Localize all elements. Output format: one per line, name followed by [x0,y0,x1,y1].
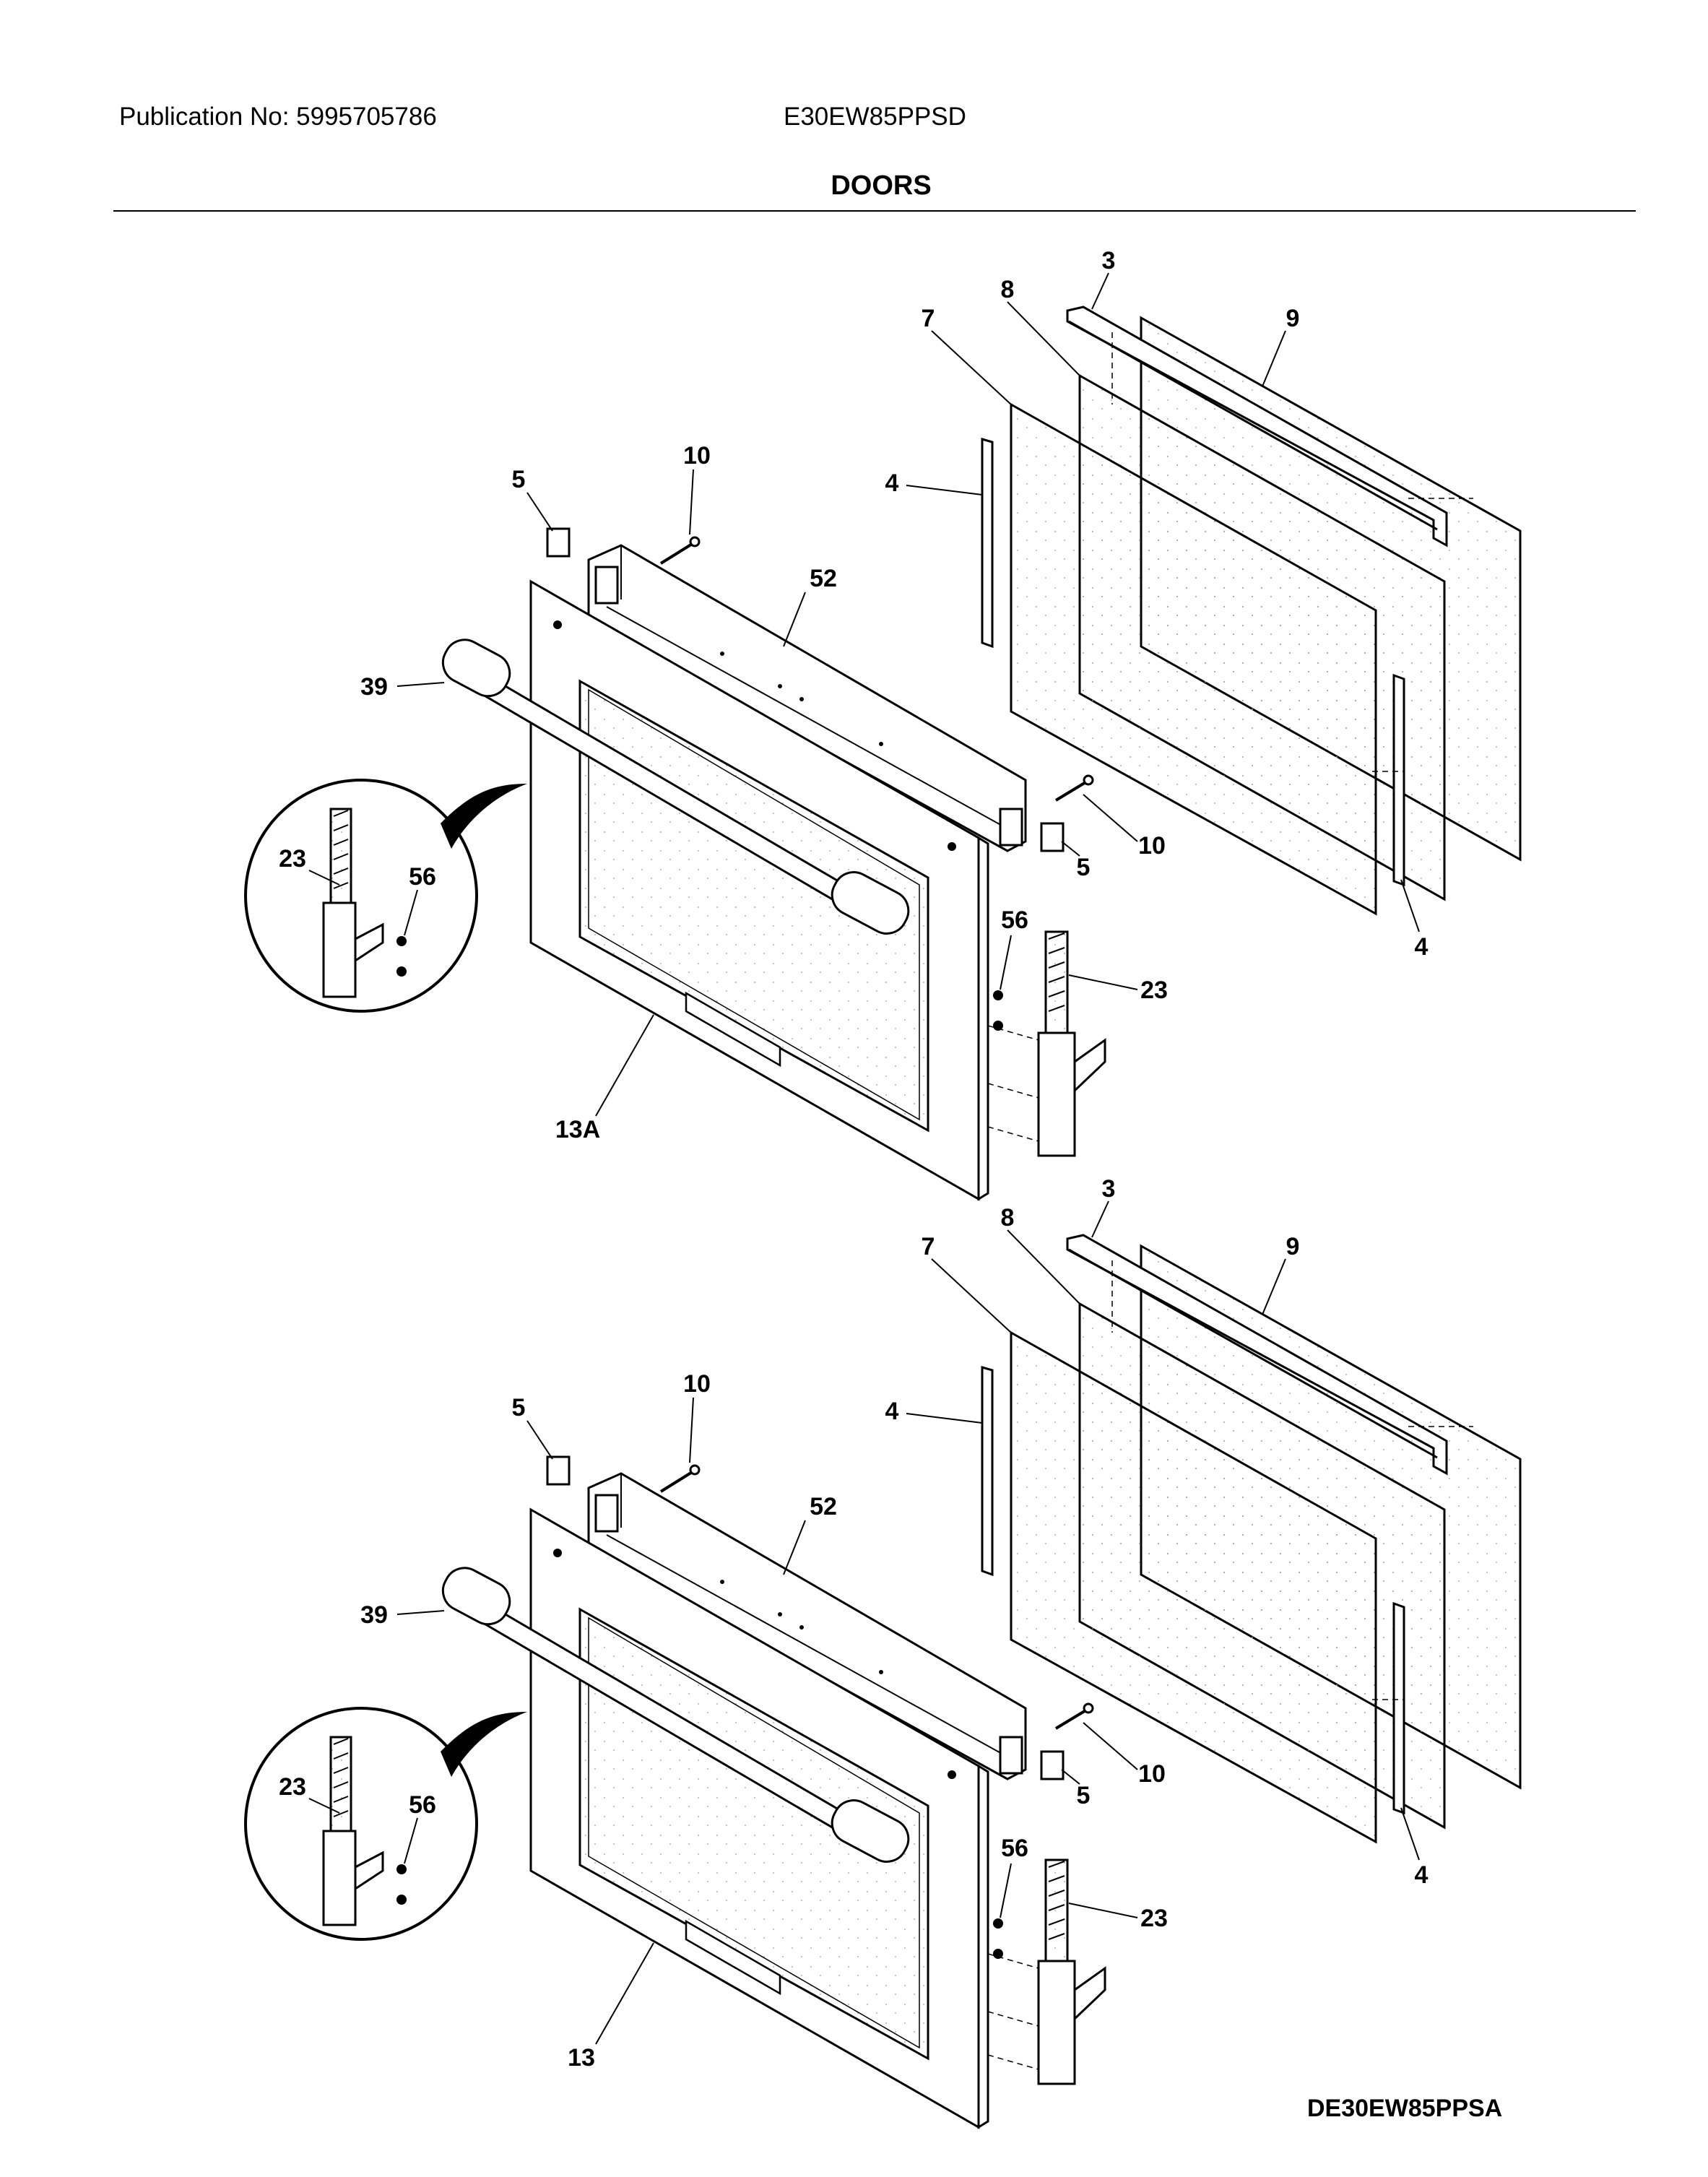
callout-5-right: 5 [1077,854,1091,881]
door-assembly-lower: 3 8 9 7 4 10 5 52 39 23 56 10 5 56 23 4 … [244,1175,1522,2129]
callout-52: 52 [810,565,837,592]
callout-3: 3 [1102,247,1116,274]
callout-23-right: 23 [1140,977,1168,1004]
header-divider [113,210,1636,212]
callout-10-right: 10 [1138,832,1166,860]
callout-23-detail: 23 [279,1773,306,1801]
callout-56-detail: 56 [409,863,436,891]
callout-4-left: 4 [885,1398,899,1425]
callout-8: 8 [1001,1204,1015,1232]
callout-23-detail: 23 [279,845,306,873]
callout-7: 7 [922,305,935,332]
callout-10-top: 10 [683,442,711,469]
callout-39: 39 [360,1601,388,1629]
callout-4-right: 4 [1415,933,1429,961]
callout-5-top: 5 [512,466,526,493]
callout-10-right: 10 [1138,1760,1166,1788]
part-callouts: 3 8 9 7 4 10 5 52 39 23 56 10 5 56 23 4 … [279,247,1428,1143]
callout-7: 7 [922,1233,935,1260]
callout-10-top: 10 [683,1370,711,1398]
diagram-code: DE30EW85PPSA [1307,2095,1503,2122]
callout-5-top: 5 [512,1394,526,1421]
callout-8: 8 [1001,276,1015,303]
model-number: E30EW85PPSD [784,103,966,131]
callout-door: 13A [555,1116,600,1143]
door-assembly-upper: 3 8 9 7 4 10 5 52 39 23 56 10 5 56 23 4 … [244,247,1522,1200]
callout-23-right: 23 [1140,1905,1168,1932]
callout-4-right: 4 [1415,1861,1429,1889]
callout-56-right: 56 [1001,1835,1028,1862]
callout-3: 3 [1102,1175,1116,1203]
callout-9: 9 [1286,305,1300,332]
callout-56-detail: 56 [409,1791,436,1819]
callout-56-right: 56 [1001,906,1028,934]
callout-9: 9 [1286,1233,1300,1260]
publication-number: Publication No: 5995705786 [119,103,437,131]
section-title: DOORS [831,170,932,201]
callout-5-right: 5 [1077,1782,1091,1809]
callout-door: 13 [568,2044,595,2072]
callout-4-left: 4 [885,469,899,497]
callout-52: 52 [810,1493,837,1520]
part-callouts: 3 8 9 7 4 10 5 52 39 23 56 10 5 56 23 4 … [279,1175,1428,2072]
callout-39: 39 [360,673,388,701]
